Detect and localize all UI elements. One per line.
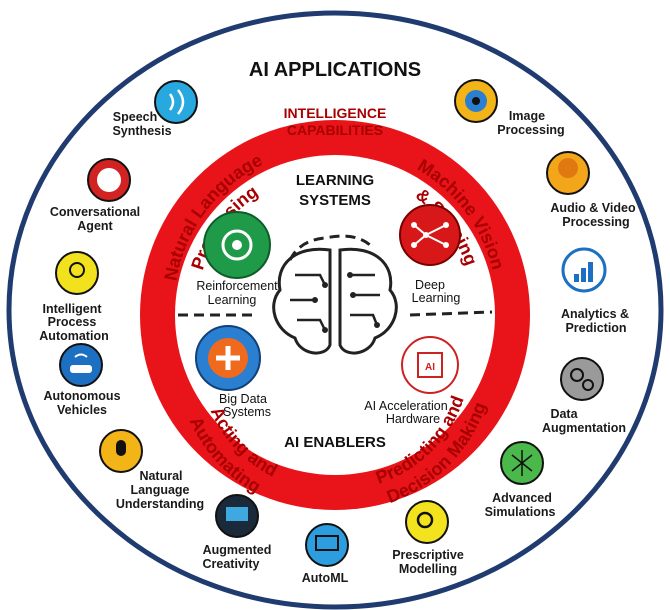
app-label: Conversational: [50, 205, 140, 219]
app-label: Simulations: [485, 505, 556, 519]
app-image-processing: Image Processing: [454, 79, 565, 137]
app-label: Data: [550, 407, 578, 421]
learning-title-line2: SYSTEMS: [299, 192, 371, 209]
app-label: Processing: [497, 123, 564, 137]
app-label: Automation: [39, 329, 108, 343]
app-label: Agent: [77, 219, 113, 233]
app-label: Vehicles: [57, 403, 107, 417]
app-label: Augmented: [203, 543, 272, 557]
app-label: Understanding: [116, 497, 204, 511]
app-label: Language: [130, 483, 189, 497]
app-prescriptive-modelling: Prescriptive Modelling: [392, 500, 464, 576]
app-label: Advanced: [492, 491, 552, 505]
enablers-title: AI ENABLERS: [284, 434, 386, 451]
app-label: AutoML: [302, 571, 349, 585]
deep-label-1: Deep: [415, 278, 445, 292]
app-augmented-creativity: Augmented Creativity: [203, 494, 272, 571]
accel-label-1: AI Acceleration: [364, 399, 447, 413]
app-label: Speech: [113, 110, 157, 124]
dashed-divider: [178, 310, 493, 317]
app-automl: AutoML: [302, 523, 349, 585]
app-label: Analytics &: [561, 307, 629, 321]
bigdata-label-2: Systems: [223, 405, 271, 419]
capabilities-title-line2: CAPABILITIES: [287, 122, 383, 138]
applications-title: AI APPLICATIONS: [249, 59, 421, 81]
reinforcement-label-2: Learning: [208, 293, 257, 307]
capabilities-title-line1: INTELLIGENCE: [284, 105, 387, 121]
accel-label-2: Hardware: [386, 412, 440, 426]
app-natural-language-understanding: Natural Language Understanding: [99, 429, 204, 511]
gear-head-icon: [55, 251, 99, 295]
reinforcement-learning-node: Reinforcement Learning: [196, 211, 278, 307]
app-speech-synthesis: Speech Synthesis: [112, 80, 198, 138]
app-label: Modelling: [399, 562, 457, 576]
app-data-augmentation: Data Augmentation: [542, 357, 626, 435]
bigdata-label-1: Big Data: [219, 392, 267, 406]
svg-text:AI: AI: [425, 362, 435, 373]
app-audio-video-processing: Audio & Video Processing: [546, 151, 636, 229]
app-label: Audio & Video: [550, 201, 636, 215]
app-label: Creativity: [203, 557, 260, 571]
ai-chip-icon: [401, 336, 459, 394]
app-autonomous-vehicles: Autonomous Vehicles: [43, 343, 121, 417]
deep-label-2: Learning: [412, 291, 461, 305]
monitor-gear-icon: [305, 523, 349, 567]
app-advanced-simulations: Advanced Simulations: [485, 441, 556, 519]
neural-head-icon: [399, 204, 461, 266]
app-label: Prediction: [565, 321, 626, 335]
app-label: Processing: [562, 215, 629, 229]
app-intelligent-process-automation: Intelligent Process Automation: [39, 251, 109, 343]
app-label: Intelligent: [42, 302, 102, 316]
app-label: Natural: [139, 469, 182, 483]
reinforcement-label-1: Reinforcement: [196, 279, 278, 293]
speech-icon: [154, 80, 198, 124]
app-conversational-agent: Conversational Agent: [50, 158, 140, 233]
circuit-brain-icon: [272, 247, 398, 355]
app-label: Autonomous: [43, 389, 120, 403]
gear-search-icon: [405, 500, 449, 544]
app-analytics-prediction: Analytics & Prediction: [561, 247, 629, 335]
app-label: Image: [509, 109, 545, 123]
app-label: Synthesis: [112, 124, 171, 138]
big-data-node: Big Data Systems: [195, 325, 271, 419]
app-label: Augmentation: [542, 421, 626, 435]
learning-title-line1: LEARNING: [296, 172, 374, 189]
app-label: Process: [48, 315, 97, 329]
deep-learning-node: Deep Learning: [399, 204, 461, 305]
ai-acceleration-node: AI AI Acceleration Hardware: [364, 336, 459, 426]
app-label: Prescriptive: [392, 548, 464, 562]
